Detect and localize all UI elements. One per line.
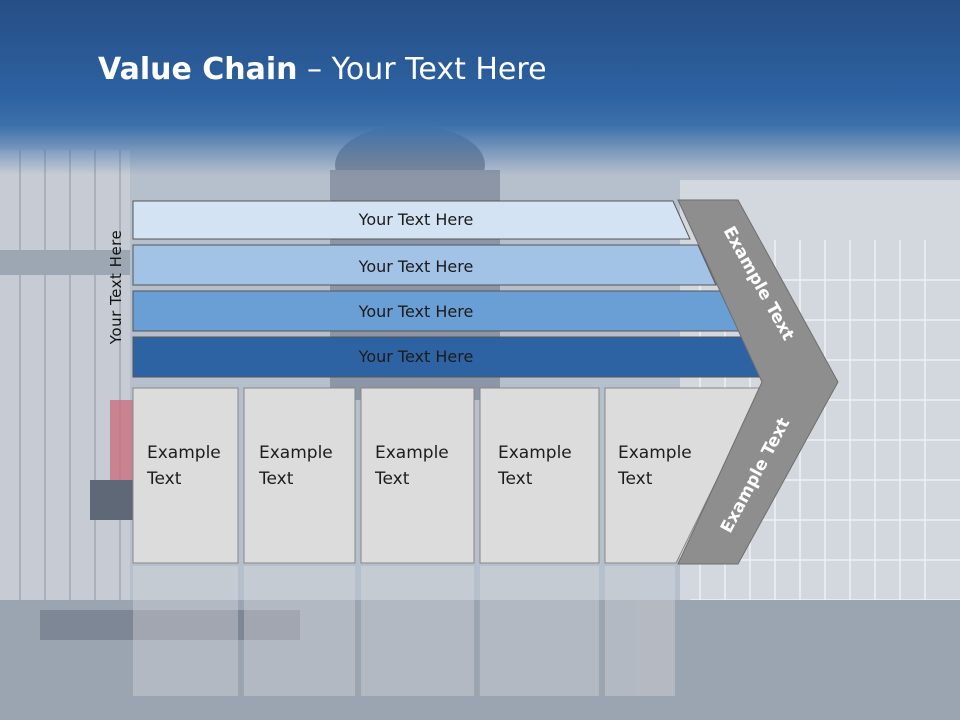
- box-2-line2: Text: [258, 469, 294, 489]
- header-band: [0, 0, 960, 175]
- box-3: [360, 387, 475, 564]
- title-rest: – Your Text Here: [297, 52, 547, 87]
- box-4-line2: Text: [497, 469, 533, 489]
- box-3-line1: Example: [375, 443, 449, 463]
- box-4-line1: Example: [498, 443, 572, 463]
- bar-4-label: Your Text Here: [358, 347, 474, 366]
- box-5-line1: Example: [618, 443, 692, 463]
- bar-1-label: Your Text Here: [358, 210, 474, 229]
- box-3-line2: Text: [374, 469, 410, 489]
- title-bold: Value Chain: [98, 52, 298, 87]
- bar-3-label: Your Text Here: [358, 302, 474, 321]
- bar-2: [132, 244, 717, 286]
- box-2: [243, 387, 356, 564]
- bar-2-label: Your Text Here: [358, 257, 474, 276]
- boxes-reflection: [133, 566, 675, 696]
- box-5: [604, 387, 763, 564]
- box-4: [479, 387, 600, 564]
- box-1-line1: Example: [147, 443, 221, 463]
- box-5-line2: Text: [617, 469, 653, 489]
- box-1-line2: Text: [146, 469, 182, 489]
- chevron-arrow: [677, 199, 839, 565]
- bar-1: [132, 200, 691, 240]
- box-1: [132, 387, 239, 564]
- box-2-line1: Example: [259, 443, 333, 463]
- slide-title: Value Chain – Your Text Here: [98, 52, 547, 87]
